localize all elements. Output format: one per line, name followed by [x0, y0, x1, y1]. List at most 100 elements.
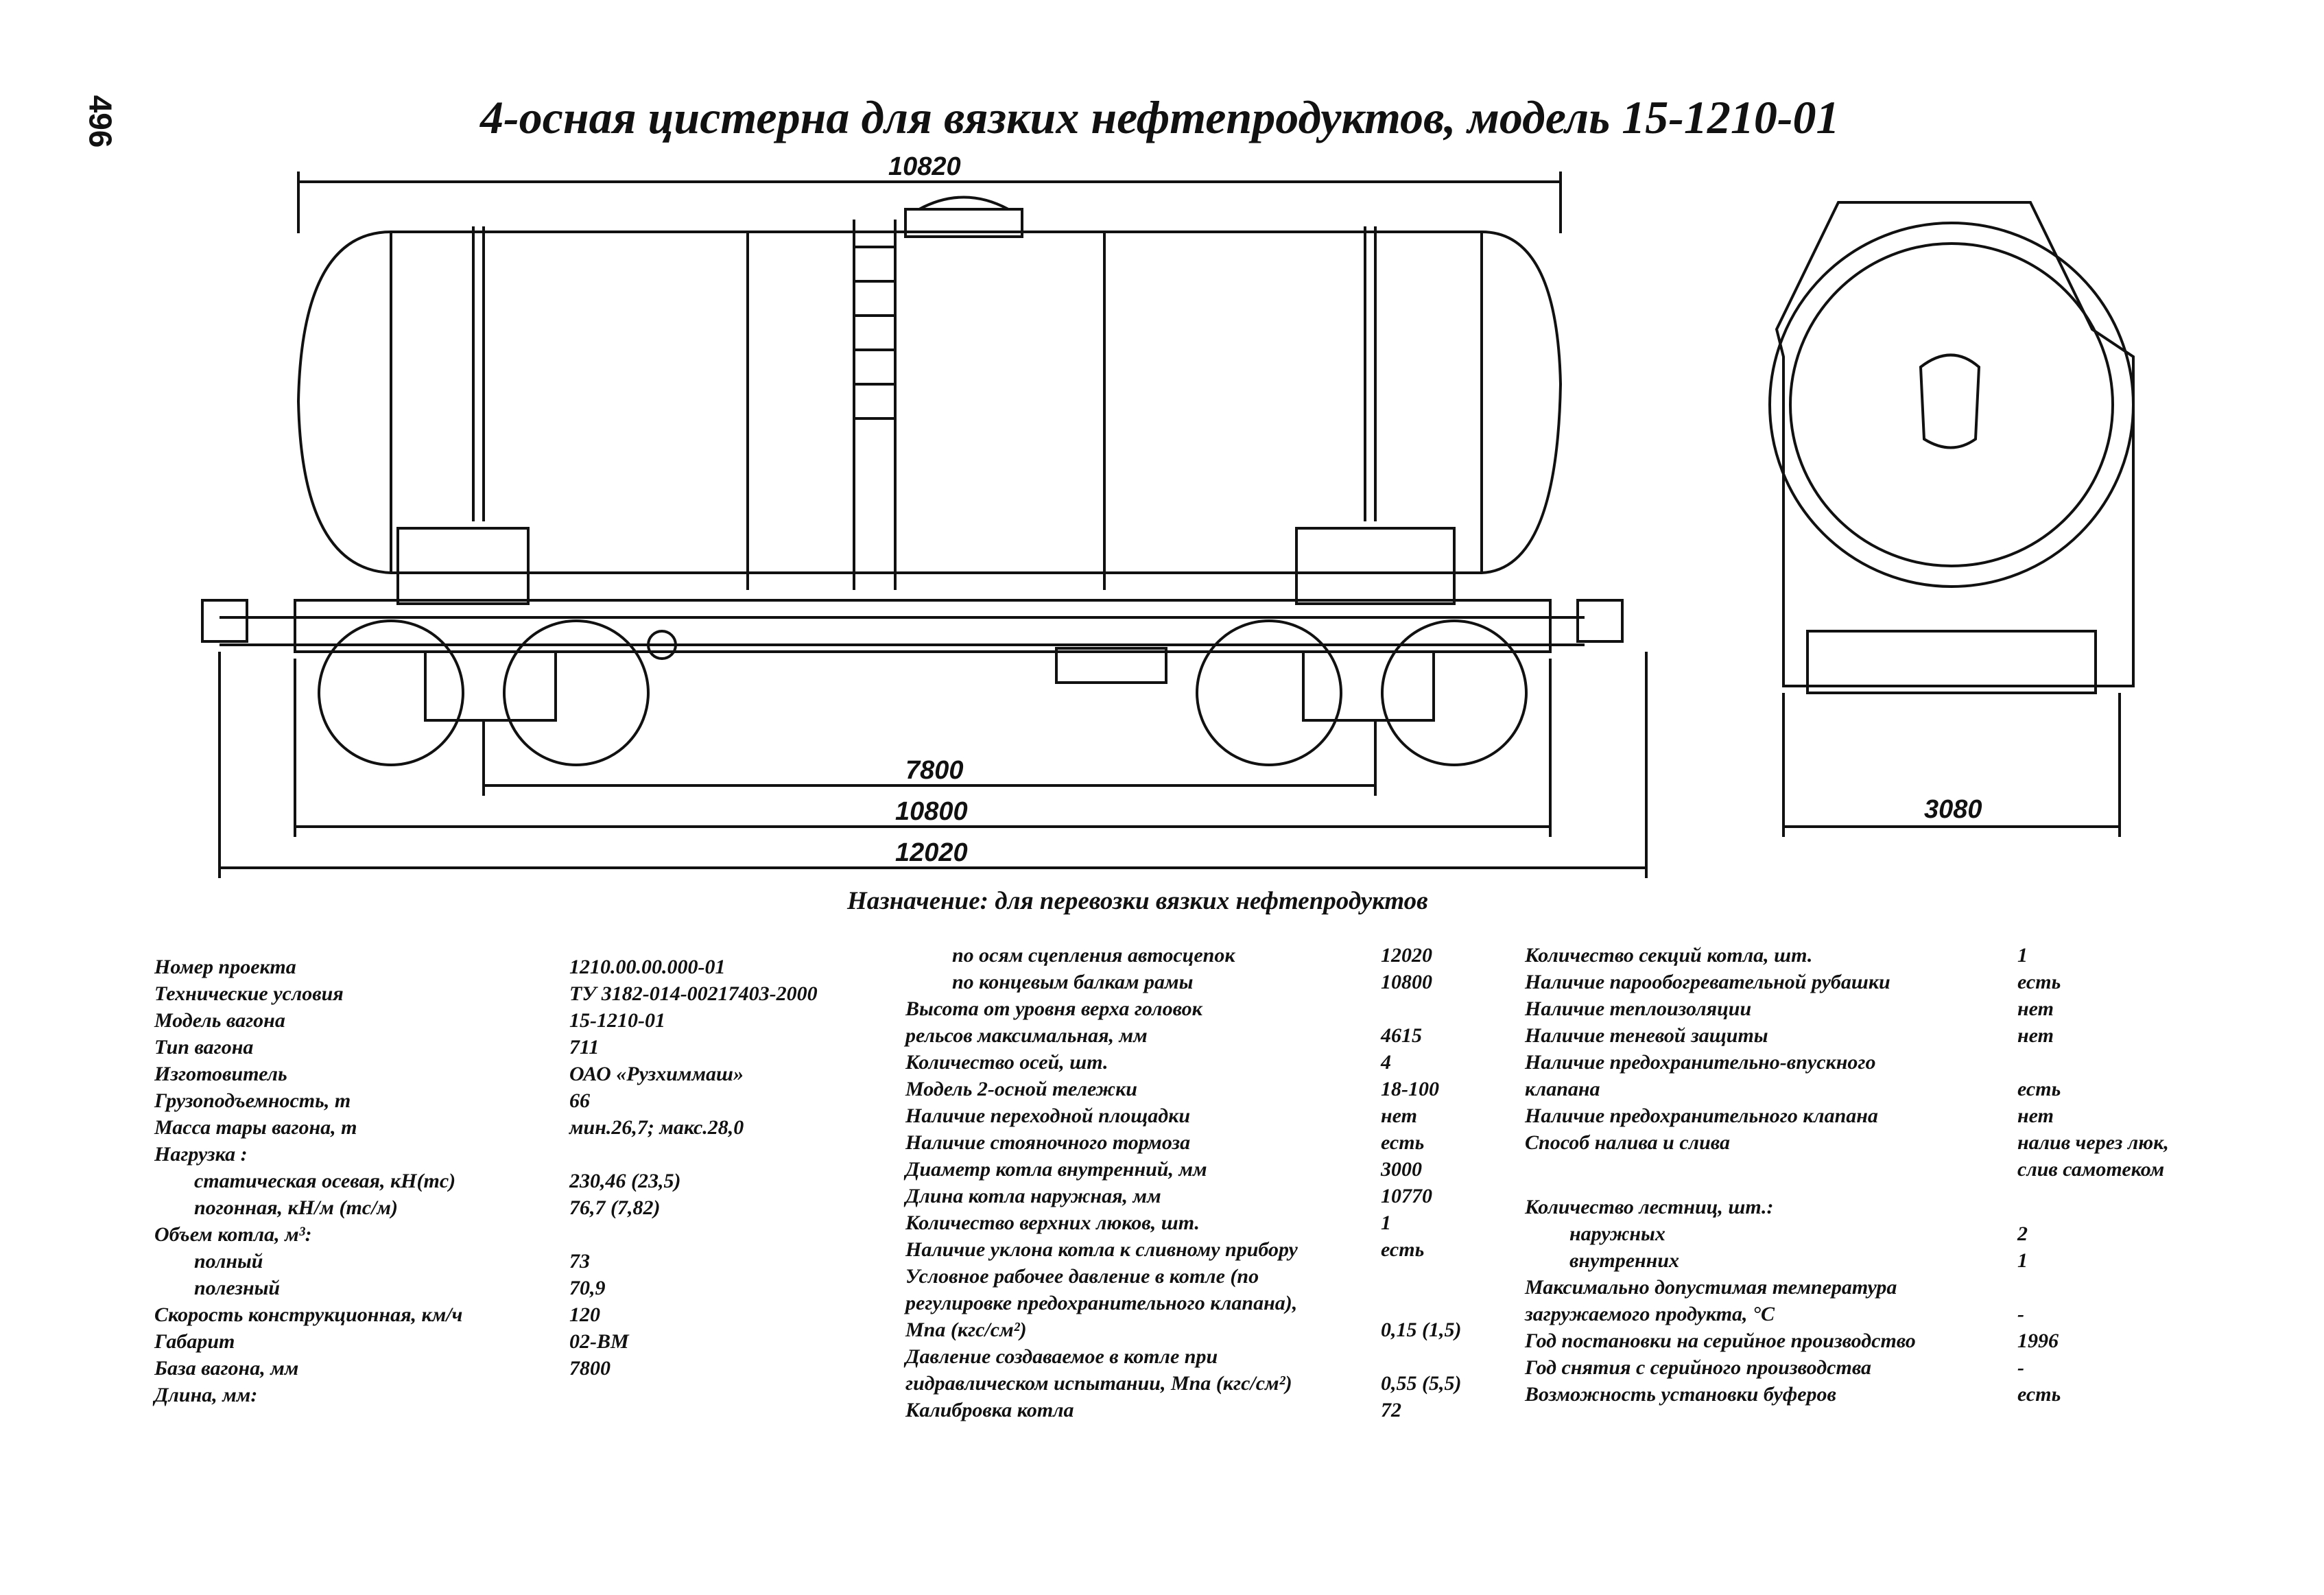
- spec-label: Возможность установки буферов: [1525, 1383, 1836, 1406]
- spec-row: гидравлическом испытании, Мпа (кгс/см²) 0…: [905, 1370, 1461, 1397]
- spec-label: гидравлическом испытании, Мпа (кгс/см²): [905, 1372, 1292, 1395]
- spec-value: 10800: [1381, 971, 1432, 993]
- spec-value: 3000: [1381, 1158, 1422, 1181]
- spec-value: есть: [2017, 1383, 2061, 1406]
- ladder: [853, 220, 897, 590]
- spec-row: Количество лестниц, шт.:: [1525, 1194, 2169, 1220]
- spec-row: Габарит 02-ВМ: [154, 1328, 818, 1355]
- spec-value: 0,15 (1,5): [1381, 1319, 1462, 1341]
- manhole-dome: [904, 208, 1023, 238]
- spec-row: полезный 70,9: [154, 1275, 818, 1301]
- spec-label: Наличие теплоизоляции: [1525, 997, 1752, 1020]
- spec-label: Изготовитель: [154, 1063, 287, 1085]
- spec-row: Длина, мм:: [154, 1382, 818, 1408]
- tank-body: [296, 231, 1563, 574]
- end-view-tank: [1768, 222, 2135, 588]
- spec-value: 1: [2017, 1249, 2028, 1272]
- spec-label: полный: [194, 1250, 263, 1273]
- spec-value: есть: [2017, 1078, 2061, 1100]
- spec-value: 1: [2017, 944, 2028, 967]
- spec-value: 72: [1381, 1399, 1401, 1421]
- spec-label: Количество лестниц, шт.:: [1525, 1196, 1774, 1218]
- spec-row: Калибровка котла 72: [905, 1397, 1461, 1423]
- spec-label: погонная, кН/м (тс/м): [194, 1196, 398, 1219]
- spec-row: Изготовитель ОАО «Рузхиммаш»: [154, 1061, 818, 1087]
- spec-row: Наличие уклона котла к сливному прибору е…: [905, 1236, 1461, 1263]
- spec-value: 70,9: [569, 1277, 606, 1299]
- spec-value: 2: [2017, 1222, 2028, 1245]
- spec-value: 0,55 (5,5): [1381, 1372, 1462, 1395]
- bogie-right: [1196, 619, 1528, 766]
- spec-label: клапана: [1525, 1078, 1600, 1100]
- dim-width: 3080: [1924, 795, 1982, 824]
- spec-label: статическая осевая, кН(тс): [194, 1170, 456, 1192]
- end-view-body: [1775, 201, 2135, 687]
- spec-value: нет: [2017, 1024, 2054, 1047]
- spec-label: База вагона, мм: [154, 1357, 299, 1380]
- spec-row: Количество верхних люков, шт.1: [905, 1209, 1461, 1236]
- spec-value: -: [2017, 1303, 2024, 1325]
- spec-label: Калибровка котла: [905, 1399, 1074, 1421]
- spec-label: по осям сцепления автосцепок: [952, 944, 1235, 967]
- spec-value: 76,7 (7,82): [569, 1196, 661, 1219]
- spec-value: 15-1210-01: [569, 1009, 665, 1032]
- spec-label: Высота от уровня верха головок: [905, 997, 1202, 1020]
- spec-row: Количество осей, шт.4: [905, 1049, 1461, 1076]
- spec-value: нет: [2017, 997, 2054, 1020]
- spec-value: ОАО «Рузхиммаш»: [569, 1063, 744, 1085]
- specs-column-1: Номер проекта 1210.00.00.000-01 Техническ…: [154, 954, 818, 1408]
- spec-label: регулировке предохранительного клапана),: [905, 1292, 1298, 1314]
- spec-value: 02-ВМ: [569, 1330, 629, 1353]
- spec-value: ТУ 3182-014-00217403-2000: [569, 982, 818, 1005]
- spec-row: клапана есть: [1525, 1076, 2169, 1102]
- spec-value: 230,46 (23,5): [569, 1170, 681, 1192]
- spec-label: Наличие предохранительно-впускного: [1525, 1051, 1876, 1074]
- spec-row: Нагрузка :: [154, 1141, 818, 1168]
- spec-label: Диаметр котла внутренний, мм: [905, 1158, 1207, 1181]
- spec-row: регулировке предохранительного клапана),: [905, 1290, 1461, 1316]
- spec-row: Мпа (кгс/см²)0,15 (1,5): [905, 1316, 1461, 1343]
- spec-label: по концевым балкам рамы: [952, 971, 1194, 993]
- spec-value: есть: [2017, 971, 2061, 993]
- specs-column-3: Количество секций котла, шт. 1 Наличие па…: [1525, 942, 2169, 1408]
- spec-label: Объем котла, м³:: [154, 1223, 312, 1246]
- spec-label: Количество секций котла, шт.: [1525, 944, 1813, 967]
- spec-row: Диаметр котла внутренний, мм 3000: [905, 1156, 1461, 1183]
- spec-value: 1: [1381, 1212, 1391, 1234]
- spec-row: погонная, кН/м (тс/м) 76,7 (7,82): [154, 1194, 818, 1221]
- spec-label: Наличие парообогревательной рубашки: [1525, 971, 1890, 993]
- spec-label: Номер проекта: [154, 956, 296, 978]
- spec-row: Давление создаваемое в котле при: [905, 1343, 1461, 1370]
- spec-row: Возможность установки буферов есть: [1525, 1381, 2169, 1408]
- spec-label: наружных: [1569, 1222, 1665, 1245]
- tank-car-drawing: 10820 7800 10800 12020 3080: [201, 152, 2135, 878]
- spec-label: Наличие стояночного тормоза: [905, 1131, 1191, 1154]
- spec-label: Наличие переходной площадки: [905, 1104, 1191, 1127]
- spec-label: полезный: [194, 1277, 281, 1299]
- spec-value: мин.26,7; макс.28,0: [569, 1116, 744, 1139]
- spec-row: слив самотеком: [1525, 1156, 2169, 1183]
- spec-value: 1210.00.00.000-01: [569, 956, 726, 978]
- spec-value: -: [2017, 1356, 2024, 1379]
- spec-label: Год постановки на серийное производство: [1525, 1330, 1916, 1352]
- spec-row: загружаемого продукта, °С-: [1525, 1301, 2169, 1327]
- spec-value: есть: [1381, 1238, 1425, 1261]
- spec-row: по концевым балкам рамы 10800: [905, 969, 1461, 995]
- spec-label: Габарит: [154, 1330, 235, 1353]
- spec-label: [1525, 1156, 2017, 1183]
- dim-base: 7800: [905, 756, 964, 785]
- spec-label: Наличие уклона котла к сливному прибору: [905, 1238, 1298, 1261]
